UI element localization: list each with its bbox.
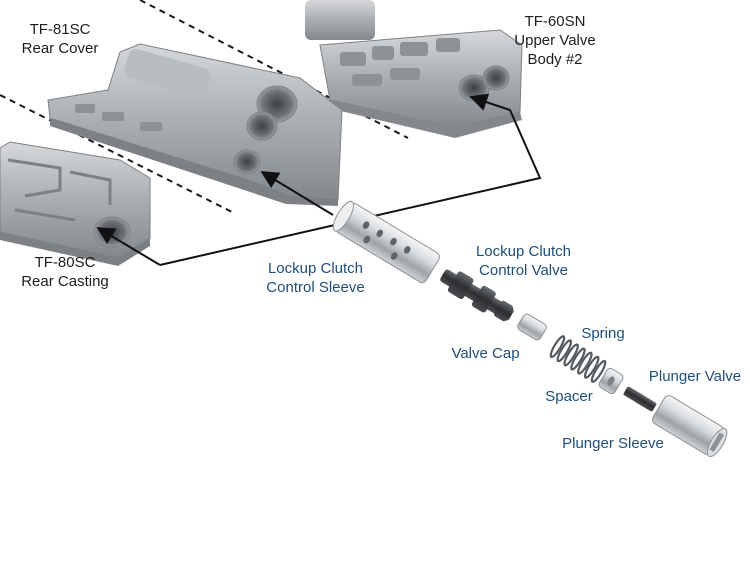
- label-control-sleeve: Lockup Clutch Control Sleeve: [258, 259, 373, 297]
- label-control-valve: Lockup Clutch Control Valve: [466, 242, 581, 280]
- lockup-clutch-control-valve: [440, 269, 514, 322]
- rear-cover-name: Rear Cover: [21, 40, 99, 57]
- plunger-valve: [623, 386, 657, 412]
- label-spacer: Spacer: [538, 387, 600, 406]
- spring: [549, 335, 607, 383]
- plunger-sleeve: [651, 395, 728, 458]
- control-sleeve-line1: Lockup Clutch: [267, 260, 364, 277]
- label-valve-cap: Valve Cap: [443, 344, 528, 363]
- label-rear-cover: TF-81SC Rear Cover: [10, 20, 110, 58]
- rear-cover-model: TF-81SC: [29, 21, 91, 38]
- upper-valve-body-line2: Body #2: [527, 51, 583, 68]
- lockup-clutch-control-sleeve: [332, 200, 440, 283]
- label-spring: Spring: [574, 324, 632, 343]
- plunger-valve-text: Plunger Valve: [648, 368, 742, 385]
- control-valve-line2: Control Valve: [479, 262, 568, 279]
- control-sleeve-line2: Control Sleeve: [266, 279, 365, 296]
- spacer-text: Spacer: [545, 388, 593, 405]
- control-valve-line1: Lockup Clutch: [475, 243, 572, 260]
- label-rear-casting: TF-80SC Rear Casting: [10, 253, 120, 291]
- arrow-to-rear-casting: [96, 227, 161, 266]
- arrow-to-rear-cover: [260, 171, 334, 216]
- label-plunger-valve: Plunger Valve: [642, 367, 748, 386]
- spring-text: Spring: [581, 325, 625, 342]
- valve-cap: [517, 313, 547, 341]
- rear-casting-model: TF-80SC: [34, 254, 96, 271]
- upper-valve-body-line1: Upper Valve: [514, 32, 596, 49]
- plunger-sleeve-text: Plunger Sleeve: [562, 435, 664, 452]
- valve-cap-text: Valve Cap: [451, 345, 520, 362]
- label-plunger-sleeve: Plunger Sleeve: [553, 434, 673, 453]
- label-upper-valve-body: TF-60SN Upper Valve Body #2: [500, 12, 610, 69]
- rear-casting-name: Rear Casting: [21, 273, 109, 290]
- upper-valve-body-model: TF-60SN: [524, 13, 586, 30]
- rear-casting: [0, 141, 151, 266]
- spacer: [598, 367, 624, 395]
- rear-cover-casting: [47, 43, 343, 206]
